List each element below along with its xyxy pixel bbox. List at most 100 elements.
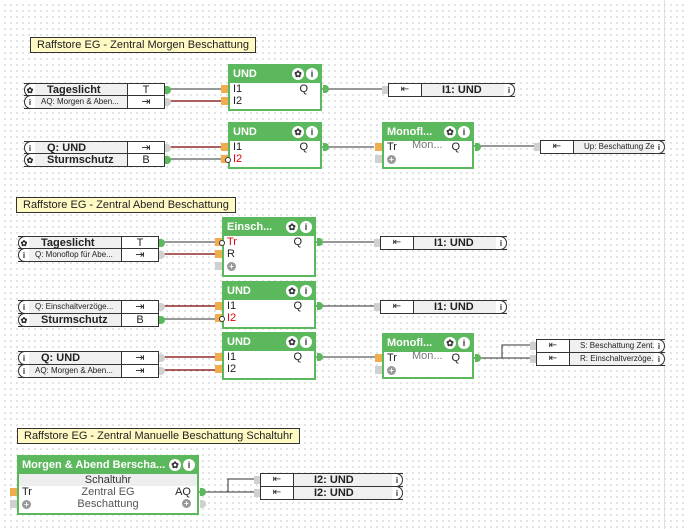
add-input-row[interactable]: + [215, 260, 314, 272]
input-pin[interactable] [10, 488, 17, 496]
add-icon[interactable]: + [387, 366, 396, 375]
output-connector[interactable] [165, 156, 171, 164]
input-connector[interactable] [374, 239, 380, 247]
input-ref-aq-morgen-abend[interactable]: i AQ: Morgen & Aben... ⇥ [18, 364, 165, 378]
comment-morgen[interactable]: Raffstore EG - Zentral Morgen Beschattun… [30, 37, 256, 53]
input-pin[interactable] [215, 302, 222, 310]
input-pin[interactable] [221, 85, 228, 93]
input-pin[interactable] [375, 354, 382, 362]
input-ref-aq-morgen-abend[interactable]: i AQ: Morgen & Aben... ⇥ [24, 95, 171, 109]
comment-abend[interactable]: Raffstore EG - Zentral Abend Beschattung [16, 197, 236, 213]
logic-block-schaltuhr[interactable]: Morgen & Abend Berscha... ✿i Schaltuhr T… [10, 455, 206, 515]
input-connector[interactable] [254, 476, 260, 484]
comment-schaltuhr[interactable]: Raffstore EG - Zentral Manuelle Beschatt… [17, 428, 300, 444]
info-icon[interactable]: i [18, 364, 29, 378]
output-ref-i1-und[interactable]: ⇤ I1: UND i [374, 300, 507, 314]
gear-icon[interactable]: ✿ [286, 285, 298, 297]
output-pin[interactable] [317, 353, 323, 361]
output-pin[interactable] [317, 302, 323, 310]
input-ref-q-monoflop-abend[interactable]: i Q: Monoflop für Abe... ⇥ [18, 248, 165, 262]
info-icon[interactable]: i [300, 336, 312, 348]
output-ref-up-beschattung[interactable]: ⇤ Up: Beschattung Ze... i [534, 140, 665, 154]
output-connector[interactable] [159, 316, 165, 324]
input-pin[interactable] [215, 365, 222, 373]
input-connector[interactable] [382, 86, 388, 94]
block-input-i2[interactable]: I2 [221, 95, 320, 107]
info-icon[interactable]: i [458, 126, 470, 138]
input-ref-tageslicht[interactable]: ✿ Tageslicht T [24, 83, 171, 97]
add-output-icon[interactable]: + [182, 499, 191, 508]
input-ref-sturmschutz[interactable]: ✿ Sturmschutz B [24, 153, 171, 167]
input-ref-tageslicht[interactable]: ✿ Tageslicht T [18, 236, 165, 250]
output-pin[interactable] [323, 85, 329, 93]
block-input-i2-inverted[interactable]: I2 [221, 153, 320, 165]
output-ref-i1-und[interactable]: ⇤ I1: UND i [374, 236, 507, 250]
input-pin[interactable] [215, 353, 222, 361]
input-pin[interactable] [221, 155, 228, 163]
input-ref-q-und[interactable]: i Q: UND ⇥ [24, 141, 171, 155]
gear-icon[interactable]: ✿ [292, 126, 304, 138]
info-icon[interactable]: i [18, 300, 29, 314]
output-connector[interactable] [165, 86, 171, 94]
info-icon[interactable]: i [300, 221, 312, 233]
info-icon[interactable]: i [24, 95, 35, 109]
gear-icon[interactable]: ✿ [444, 337, 456, 349]
input-pin[interactable] [375, 155, 382, 163]
output-connector[interactable] [159, 367, 165, 375]
input-pin[interactable] [375, 143, 382, 151]
gear-icon[interactable]: ✿ [286, 336, 298, 348]
info-icon[interactable]: i [496, 236, 507, 250]
info-icon[interactable]: i [392, 473, 403, 487]
output-connector[interactable] [159, 251, 165, 259]
add-input-row[interactable]: +Beschattung+ [10, 498, 206, 510]
info-icon[interactable]: i [392, 486, 403, 500]
output-pin[interactable] [475, 354, 481, 362]
output-pin[interactable] [200, 500, 206, 508]
input-ref-q-einschaltverzoegerung[interactable]: i Q: Einschaltverzöge... ⇥ [18, 300, 165, 314]
input-pin[interactable] [221, 143, 228, 151]
output-ref-i2-und[interactable]: ⇤ I2: UND i [254, 473, 403, 487]
info-icon[interactable]: i [654, 339, 665, 353]
info-icon[interactable]: i [300, 285, 312, 297]
add-icon[interactable]: + [227, 262, 236, 271]
input-connector[interactable] [374, 303, 380, 311]
gear-icon[interactable]: ✿ [169, 459, 181, 471]
input-pin[interactable] [215, 314, 222, 322]
output-connector[interactable] [159, 239, 165, 247]
output-ref-r-einschaltverzoegerung[interactable]: ⇤ R: Einschaltverzöge... i [530, 352, 665, 366]
input-ref-q-und[interactable]: i Q: UND ⇥ [18, 351, 165, 365]
output-pin[interactable] [317, 238, 323, 246]
block-input-i2-inverted[interactable]: I2 [215, 312, 314, 324]
info-icon[interactable]: i [306, 68, 318, 80]
gear-icon[interactable]: ✿ [18, 313, 29, 327]
add-input-row[interactable]: + [375, 364, 472, 376]
gear-icon[interactable]: ✿ [444, 126, 456, 138]
output-connector[interactable] [165, 144, 171, 152]
info-icon[interactable]: i [18, 248, 29, 262]
info-icon[interactable]: i [183, 459, 195, 471]
output-pin[interactable] [200, 488, 206, 496]
input-pin[interactable] [215, 250, 222, 258]
info-icon[interactable]: i [654, 140, 665, 154]
add-icon[interactable]: + [387, 155, 396, 164]
output-pin[interactable] [475, 143, 481, 151]
input-connector[interactable] [254, 489, 260, 497]
gear-icon[interactable]: ✿ [286, 221, 298, 233]
info-icon[interactable]: i [458, 337, 470, 349]
output-ref-i2-und[interactable]: ⇤ I2: UND i [254, 486, 403, 500]
output-connector[interactable] [165, 98, 171, 106]
info-icon[interactable]: i [654, 352, 665, 366]
block-input-i2[interactable]: I2 [215, 363, 314, 375]
input-connector[interactable] [530, 355, 536, 363]
